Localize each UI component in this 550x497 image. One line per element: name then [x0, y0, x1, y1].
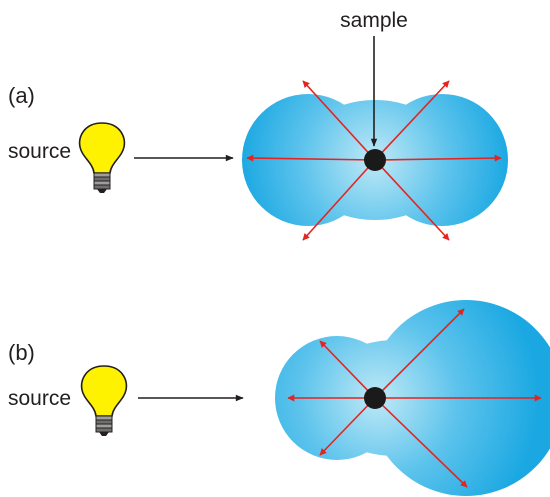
sample-dot-icon [364, 387, 386, 409]
ray [302, 159, 376, 241]
ray [374, 397, 468, 488]
panel-b-source-label: source [8, 387, 71, 410]
ray [374, 159, 450, 241]
panel-a-source-label: source [8, 140, 71, 163]
lightbulb-icon [78, 122, 126, 194]
ray [374, 154, 502, 162]
ray [374, 80, 450, 161]
sample-label: sample [340, 9, 408, 32]
panel-a: (a) source sample [8, 9, 508, 241]
panel-b-label: (b) [8, 340, 35, 365]
ray [246, 154, 376, 162]
ray [319, 340, 376, 399]
sample-dot-icon [364, 149, 386, 171]
lightbulb-icon [80, 365, 128, 437]
panel-b: (b) source [8, 300, 550, 496]
panel-a-label: (a) [8, 83, 35, 108]
ray [319, 397, 376, 456]
scattered-rays-b [287, 308, 542, 488]
ray [374, 308, 465, 399]
scattered-rays-a [246, 80, 502, 241]
ray [302, 80, 376, 161]
